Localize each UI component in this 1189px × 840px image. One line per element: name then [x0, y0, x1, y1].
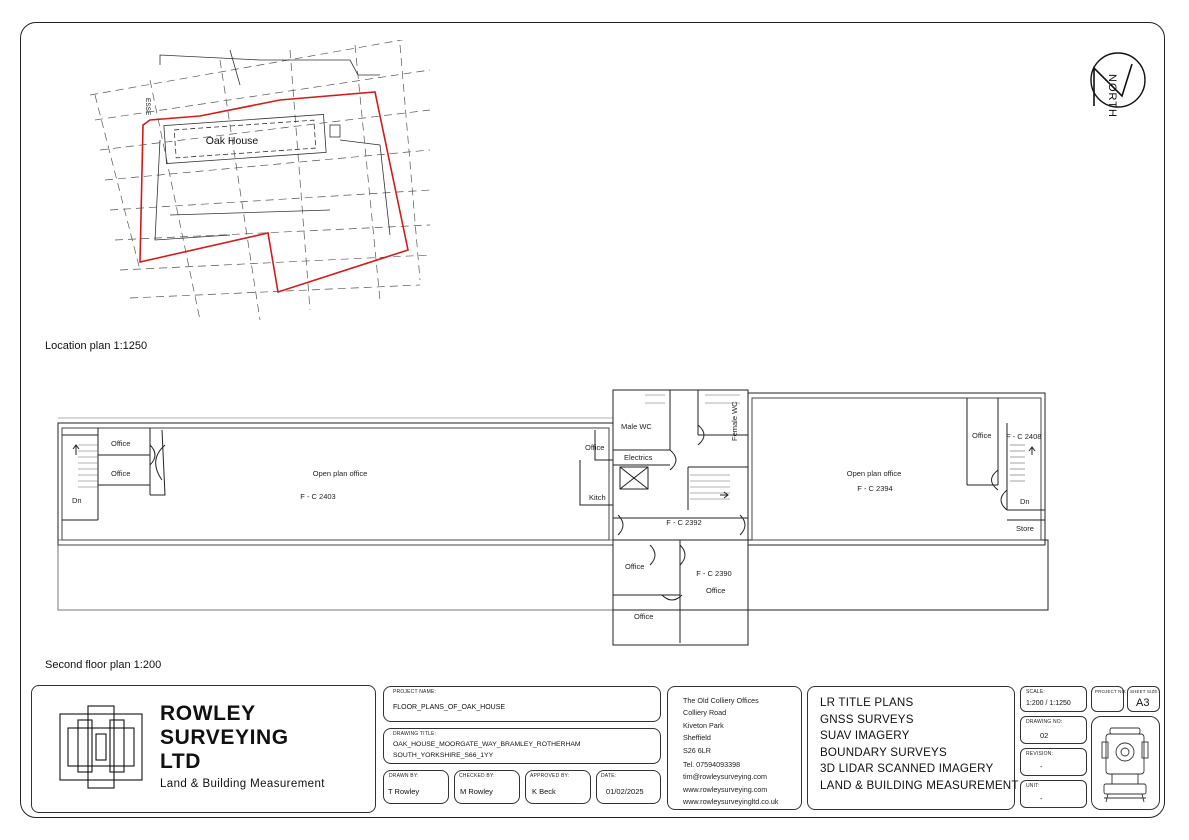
floor-plan: [57, 389, 1049, 646]
project-no-label: PROJECT NO:: [1095, 689, 1127, 694]
revision-value: -: [1040, 762, 1043, 771]
company-name-line2: SURVEYING: [160, 726, 289, 749]
room-fc-east: F - C 2394: [857, 484, 893, 493]
service-3: SUAV IMAGERY: [820, 729, 910, 743]
room-office-s1: Office: [625, 562, 645, 571]
room-open-east: Open plan office: [846, 469, 902, 478]
location-plan: Oak House ESSE: [89, 40, 431, 321]
drawing-no-box: [1020, 716, 1087, 744]
instrument-box: [1091, 716, 1160, 810]
address-box: [667, 686, 802, 810]
checked-by-label: CHECKED BY:: [459, 773, 495, 779]
project-no-box: [1091, 686, 1124, 712]
drawing-sheet-border: [20, 22, 1165, 818]
sheet-size-value: A3: [1136, 697, 1150, 709]
room-fc-core: F - C 2392: [666, 518, 702, 527]
floor-plan-caption: Second floor plan 1:200: [45, 659, 162, 671]
address-tel: Tel. 07594093398: [683, 760, 741, 770]
service-5: 3D LIDAR SCANNED IMAGERY: [820, 762, 994, 776]
room-fc-west: F - C 2403: [300, 492, 336, 501]
address-line3: Kiveton Park: [683, 720, 724, 730]
unit-value: -: [1040, 794, 1043, 803]
room-office-w2: Office: [111, 469, 131, 478]
approved-by-box: [525, 770, 591, 804]
room-kitch: Kitch: [589, 493, 606, 502]
drawn-by-box: [383, 770, 449, 804]
service-4: BOUNDARY SURVEYS: [820, 745, 947, 759]
room-dn-west: Dn: [72, 496, 82, 505]
checked-by-box: [454, 770, 520, 804]
company-tagline: Land & Building Measurement: [160, 778, 325, 790]
drawn-by-label: DRAWN BY:: [389, 773, 419, 779]
room-female-wc: Female WC: [730, 401, 739, 441]
room-office-s2: Office: [634, 612, 654, 621]
drawing-title-line2: SOUTH_YORKSHIRE_S66_1YY: [393, 752, 494, 759]
building-label: Oak House: [206, 135, 259, 147]
services-box: [807, 686, 1015, 810]
scale-value: 1:200 / 1:1250: [1026, 700, 1071, 707]
drawing-title-box: [383, 728, 661, 764]
address-email: tim@rowleysurveying.com: [683, 772, 767, 782]
room-office-w1: Office: [111, 439, 131, 448]
revision-box: [1020, 748, 1087, 776]
checked-by-value: M Rowley: [460, 787, 493, 796]
project-name-value: FLOOR_PLANS_OF_OAK_HOUSE: [393, 704, 506, 711]
date-value: 01/02/2025: [606, 787, 644, 796]
company-logo-panel: [31, 685, 376, 813]
room-store: Store: [1016, 524, 1034, 533]
scale-box: [1020, 686, 1087, 712]
sheet-size-box: [1127, 686, 1160, 712]
room-office-core: Office: [585, 443, 605, 452]
address-line1: The Old Colliery Offices: [683, 696, 759, 705]
service-6: LAND & BUILDING MEASUREMENT: [820, 778, 1019, 792]
drawn-by-value: T Rowley: [388, 787, 420, 796]
location-plan-caption: Location plan 1:1250: [45, 340, 148, 352]
service-2: GNSS SURVEYS: [820, 712, 914, 726]
room-electrics: Electrics: [624, 453, 653, 462]
sheet-size-label: SHEET SIZE:: [1130, 689, 1159, 694]
service-1: LR TITLE PLANS: [820, 696, 914, 709]
address-line4: Sheffield: [683, 733, 711, 743]
project-name-label: PROJECT NAME:: [393, 689, 437, 695]
room-dn-east: Dn: [1020, 497, 1030, 506]
approved-by-label: APPROVED BY:: [530, 773, 570, 779]
approved-by-value: K Beck: [532, 787, 556, 796]
road-edge-label: ESSE: [144, 98, 151, 116]
address-web1: www.rowleysurveying.com: [683, 784, 768, 794]
north-label: NORTH: [1106, 74, 1118, 118]
site-boundary: [139, 91, 409, 294]
company-address: The Old Colliery Offices Colliery Road K…: [683, 695, 778, 809]
drawing-no-value: 02: [1040, 731, 1049, 740]
room-office-s3: Office: [706, 586, 726, 595]
date-label: DATE:: [601, 773, 617, 779]
address-line2: Colliery Road: [683, 708, 727, 718]
company-name-line1: ROWLEY: [160, 702, 256, 725]
unit-label: UNIT:: [1026, 783, 1040, 789]
services-list: LR TITLE PLANS GNSS SURVEYS SUAV IMAGERY…: [820, 695, 1019, 795]
scale-label: SCALE:: [1026, 689, 1045, 695]
total-station-icon: [1101, 727, 1149, 803]
north-arrow-icon: [1090, 52, 1146, 108]
address-web2: www.rowleysurveyingltd.co.uk: [683, 797, 779, 807]
room-open-west: Open plan office: [312, 469, 368, 478]
room-office-east: Office: [972, 431, 992, 440]
drawing-title-label: DRAWING TITLE:: [393, 731, 437, 737]
date-box: [596, 770, 661, 804]
revision-label: REVISION:: [1026, 751, 1054, 757]
company-logo-icon: [59, 705, 143, 789]
drawing-title-line1: OAK_HOUSE_MOORGATE_WAY_BRAMLEY_ROTHERHAM: [393, 741, 581, 748]
project-name-box: [383, 686, 661, 722]
unit-box: [1020, 780, 1087, 808]
room-fc-east2: F - C 2408: [1006, 432, 1042, 441]
company-name-line3: LTD: [160, 750, 202, 773]
drawing-no-label: DRAWING NO:: [1026, 719, 1063, 725]
room-fc-south: F - C 2390: [696, 569, 732, 578]
room-male-wc: Male WC: [621, 422, 652, 431]
address-line5: S26 6LR: [683, 745, 711, 755]
